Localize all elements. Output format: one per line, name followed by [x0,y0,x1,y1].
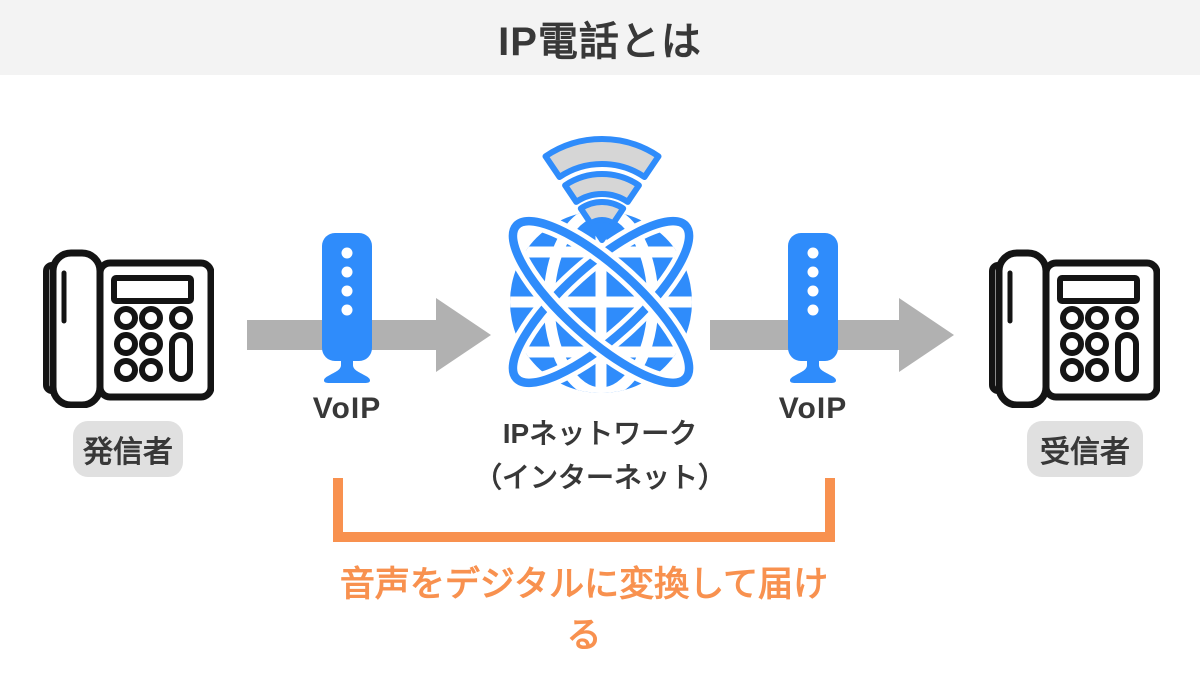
telephone-icon [43,249,214,408]
network-label-line1: IPネットワーク [502,418,698,449]
voip-left-label: VoIP [312,392,382,425]
sender-label: 発信者 [83,436,173,469]
voip-adapter-icon [788,233,838,383]
digital-conversion-bracket [333,478,835,542]
telephone-icon [989,249,1160,408]
page-title: IP電話とは [498,19,702,64]
receiver-label: 受信者 [1040,436,1130,469]
orbit-rings [503,212,699,392]
voip-adapter-icon [322,233,372,383]
sender-badge: 発信者 [73,421,183,477]
title-bar: IP電話とは [0,0,1200,75]
wifi-signal-icon [542,136,662,243]
caption-text: 音声をデジタルに変換して届ける [339,565,829,655]
network-label: IPネットワーク （インターネット） [400,412,800,500]
network-label-line2: （インターネット） [473,462,726,493]
receiver-badge: 受信者 [1027,421,1143,477]
internet-globe-icon [503,211,699,393]
voip-right-label: VoIP [778,392,848,425]
